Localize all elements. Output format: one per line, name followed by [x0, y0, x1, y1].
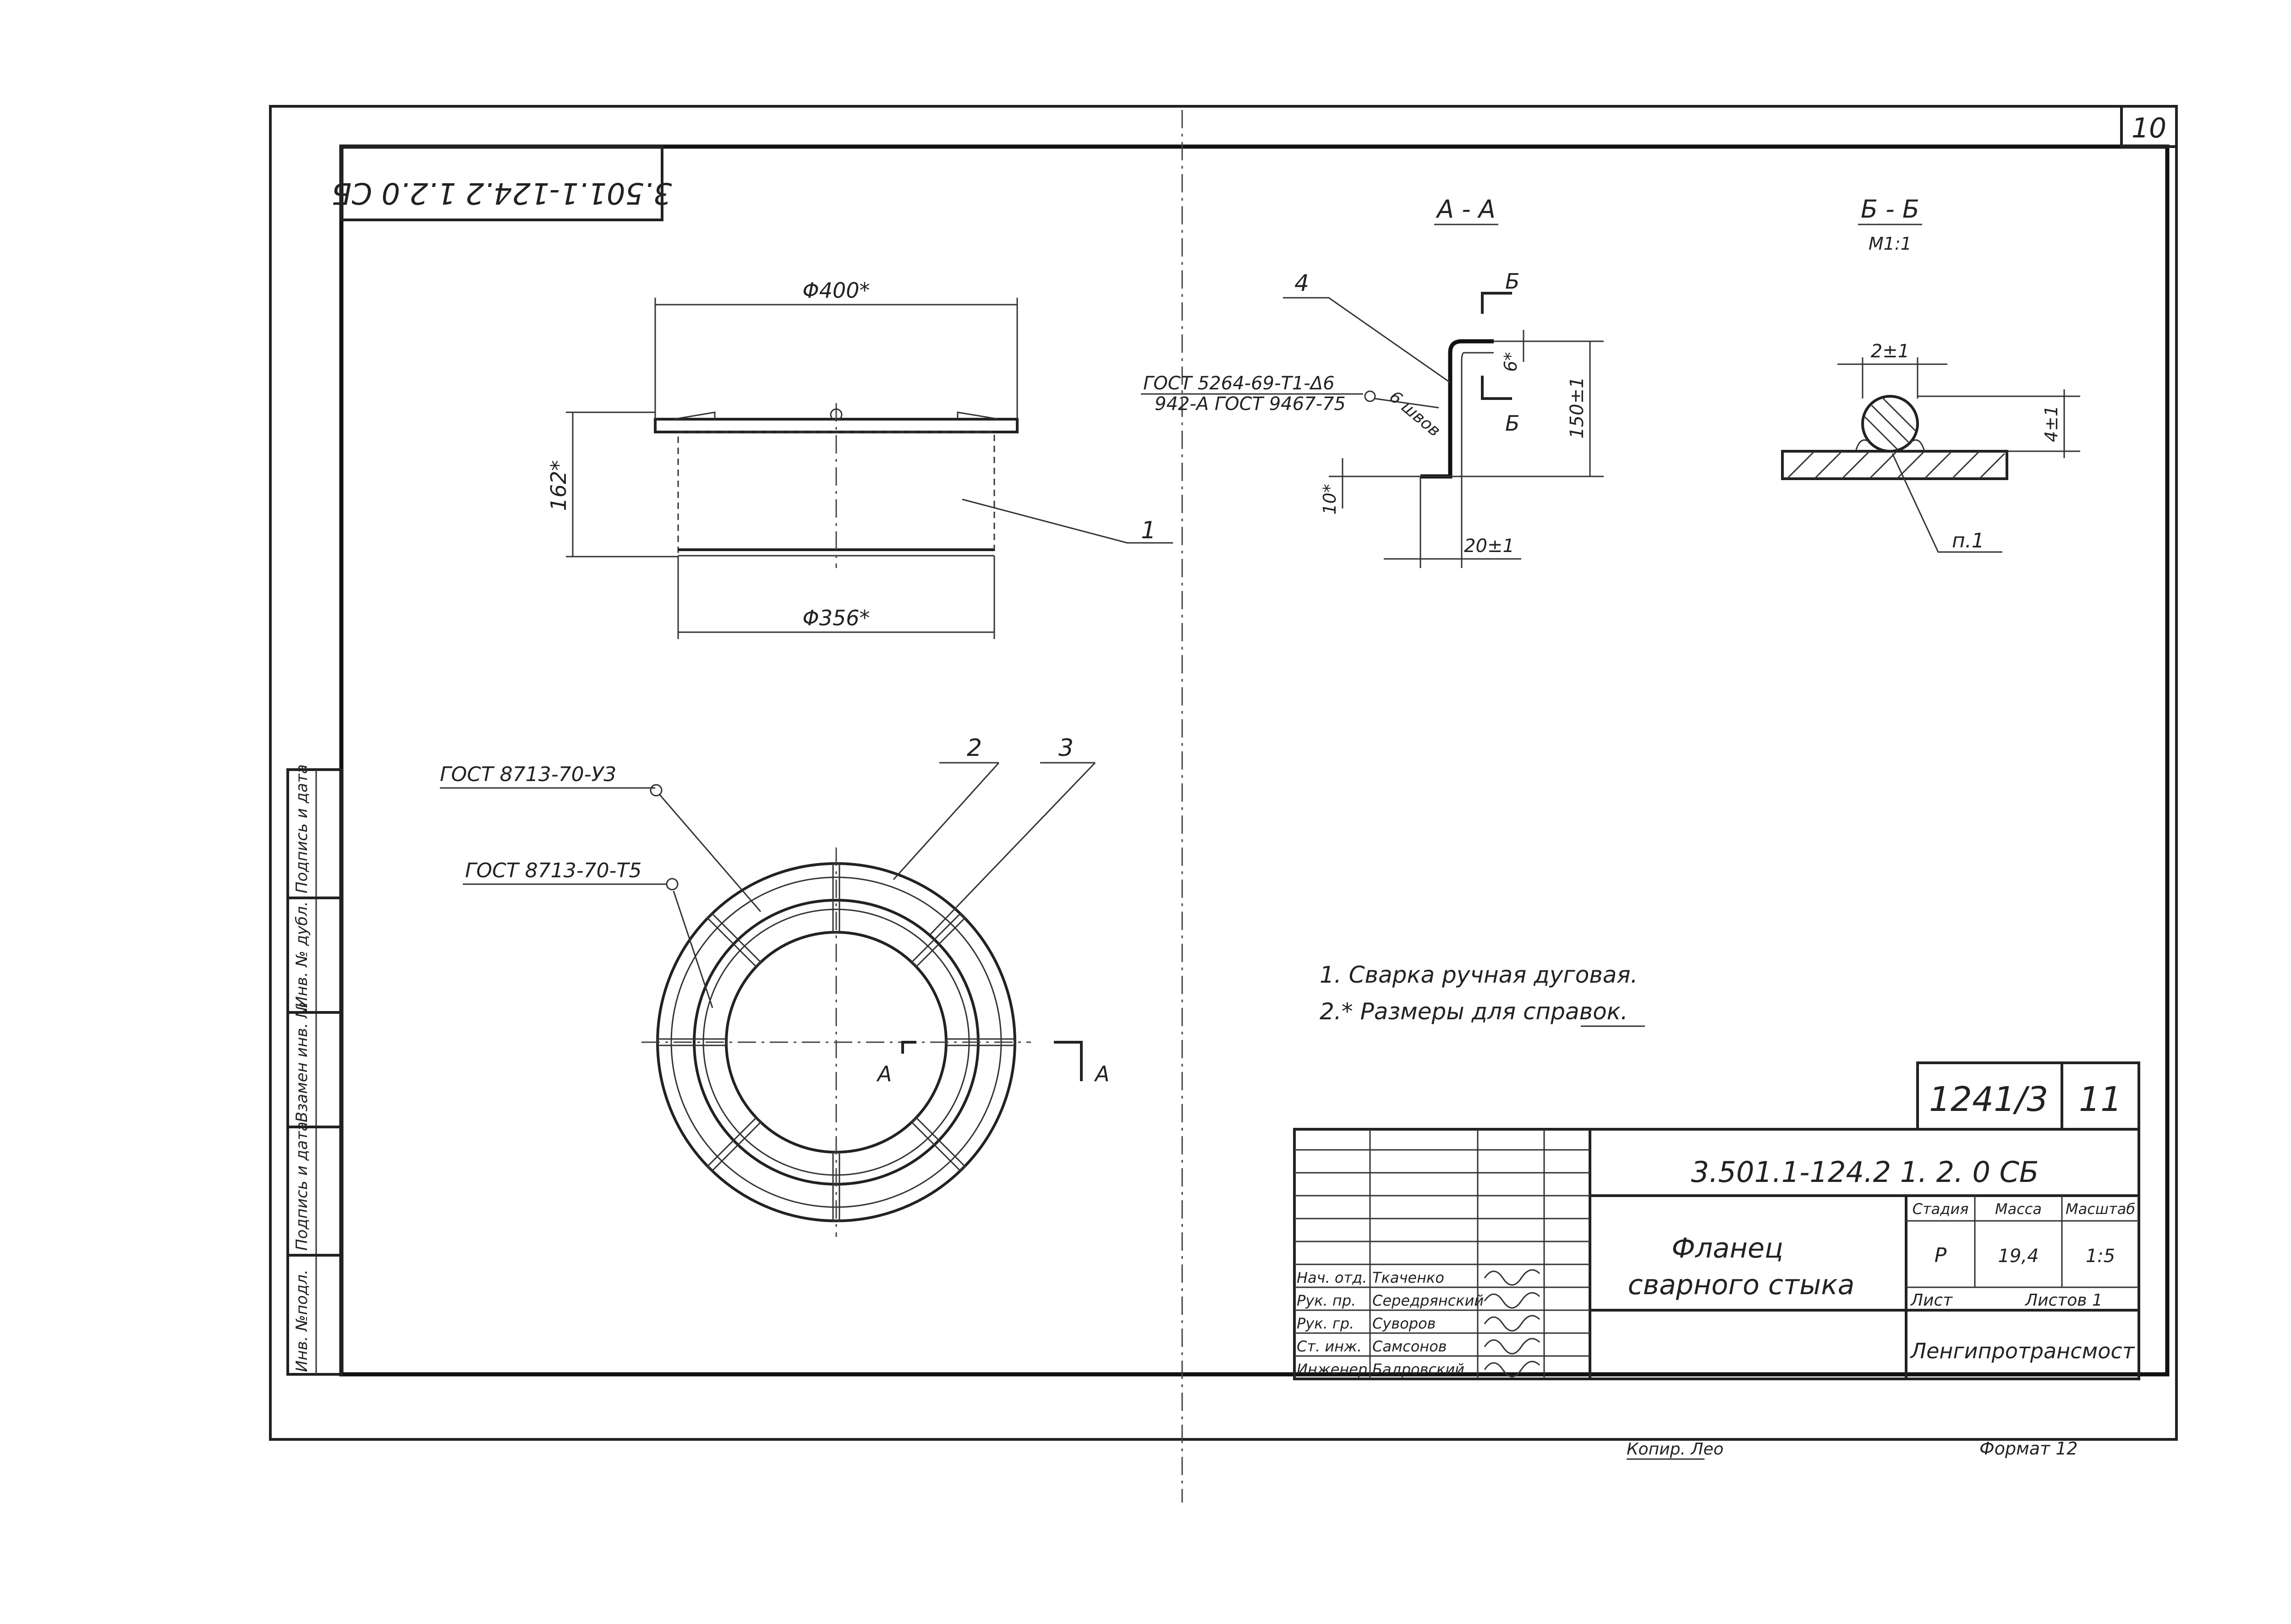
title-line-1: Фланец: [1672, 1232, 1783, 1264]
signer-role: Нач. отд.: [1297, 1269, 1367, 1286]
leader-2: 2: [967, 734, 982, 762]
stage-label: Стадия: [1913, 1200, 1969, 1218]
plan-ribs: [657, 863, 1016, 1222]
section-mark-b-top: Б: [1505, 269, 1520, 294]
organization: Ленгипротрансмост: [1910, 1339, 2135, 1363]
elevation-view: Φ400* Φ356* 162* 1: [546, 278, 1173, 639]
dim-bottom: Φ356*: [802, 606, 870, 630]
section-bb-title: Б - Б: [1861, 195, 1919, 224]
side-stamp-label: Инв. №подл.: [293, 1269, 311, 1372]
dim-2: 2±1: [1871, 341, 1909, 362]
drawing-code: 3.501.1-124.2 1. 2. 0 СБ: [1691, 1155, 2039, 1189]
section-mark-a-left: А: [876, 1061, 892, 1086]
title-block: 1241/3 11 Нач. отд. Ткаченко Рук. пр. Се…: [1293, 1061, 2140, 1380]
signer-name: Ткаченко: [1372, 1269, 1444, 1286]
scale-value: 1:5: [2086, 1246, 2115, 1267]
page-number-box: [2120, 105, 2178, 148]
gost-u3: ГОСТ 8713-70-У3: [440, 763, 616, 786]
leader-3: 3: [1058, 734, 1074, 762]
hatching: [1786, 450, 2006, 480]
page-number: 10: [2132, 112, 2166, 144]
signer-role: Рук. пр.: [1297, 1292, 1356, 1309]
section-mark-a-right: А: [1094, 1061, 1109, 1086]
side-stamp-label: Подпись и дата: [293, 764, 311, 893]
gost-aa-line2: 942-А ГОСТ 9467-75: [1155, 394, 1346, 415]
mass-value: 19,4: [1998, 1246, 2039, 1267]
note-ref: п.1: [1952, 529, 1984, 552]
gost-aa-line1: ГОСТ 5264-69-Т1-Δ6: [1143, 373, 1335, 394]
title-line-2: сварного стыка: [1628, 1269, 1855, 1301]
dim-6: 6*: [1501, 352, 1521, 372]
signatures: [1484, 1269, 1540, 1378]
signer-name: Самсонов: [1372, 1338, 1447, 1355]
notes: 1. Сварка ручная дуговая. 2.* Размеры дл…: [1320, 962, 1645, 1027]
side-stamp: Инв. №подл. Подпись и дата Взамен инв. №…: [286, 764, 343, 1376]
dim-150: 150±1: [1567, 377, 1588, 438]
sheet-number: 11: [2079, 1080, 2122, 1119]
outer-frame: [269, 105, 2178, 1441]
drawing-number: 1241/3: [1929, 1080, 2048, 1119]
dim-top: Φ400*: [802, 278, 870, 303]
section-aa: А - А 4 ГОСТ 5264-69-Т1-Δ6 942-А ГОСТ 94…: [1141, 195, 1604, 568]
side-stamp-label: Инв. № дубл.: [293, 901, 311, 1008]
signer-role: Инженер: [1297, 1361, 1367, 1378]
leader-1: 1: [1141, 517, 1156, 544]
dim-20: 20±1: [1464, 536, 1514, 557]
leader-4: 4: [1294, 270, 1309, 296]
note-1: 1. Сварка ручная дуговая.: [1320, 962, 1638, 988]
format-label: Формат 12: [1979, 1438, 2078, 1459]
signer-name: Бадровский: [1372, 1361, 1464, 1378]
side-stamp-label: Подпись и дата: [293, 1121, 311, 1251]
signer-role: Ст. инж.: [1297, 1338, 1362, 1355]
stage-value: Р: [1935, 1244, 1947, 1267]
signer-name: Суворов: [1372, 1315, 1436, 1332]
gost-t5: ГОСТ 8713-70-Т5: [465, 859, 641, 882]
dim-height: 162*: [546, 460, 571, 511]
weld-note: 6 швов: [1386, 387, 1444, 440]
section-mark-b-bottom: Б: [1505, 411, 1520, 436]
note-2: 2.* Размеры для справок.: [1320, 998, 1628, 1025]
dim-4: 4±1: [2041, 405, 2061, 442]
dim-10: 10*: [1320, 484, 1340, 514]
side-stamp-label: Взамен инв. №: [293, 1002, 311, 1122]
scale-label: Масштаб: [2066, 1200, 2135, 1218]
inner-frame: [339, 144, 2170, 1377]
sheets-label: Листов 1: [2024, 1291, 2103, 1310]
mass-label: Масса: [1995, 1200, 2042, 1218]
rotated-code-box: [340, 145, 663, 221]
signer-role: Рук. гр.: [1297, 1315, 1354, 1332]
plan-view: ГОСТ 8713-70-У3 ГОСТ 8713-70-Т5 2 3 А А: [440, 734, 1109, 1237]
section-bb-scale: М1:1: [1869, 234, 1912, 254]
copied-label: Копир. Лео: [1627, 1440, 1724, 1459]
rotated-code: 3.501.1-124.2 1.2.0 СБ: [332, 176, 672, 210]
signer-name: Середрянский: [1372, 1292, 1484, 1309]
section-aa-title: А - А: [1436, 195, 1496, 224]
section-bb: Б - Б М1:1 2±1 4±1 п.1: [1781, 195, 2080, 553]
sheet-label: Лист: [1910, 1291, 1953, 1310]
